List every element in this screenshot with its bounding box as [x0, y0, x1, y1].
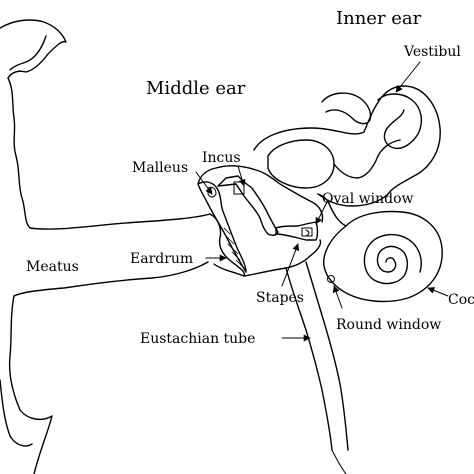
malleus-head [207, 186, 217, 198]
label-inner-ear: Inner ear [336, 8, 422, 29]
eustachian-tube-lower [305, 261, 349, 451]
vestibule-lower-join [317, 193, 347, 227]
eardrum-shape [209, 213, 246, 277]
eustachian-tube-hint [331, 449, 347, 474]
cochlea-arrow [427, 287, 449, 297]
semicircular-canal-outer [253, 85, 441, 207]
label-stapes: Stapes [256, 290, 304, 306]
label-eustachian-tube: Eustachian tube [140, 331, 255, 347]
label-oval-window: Oval window [322, 191, 414, 207]
eustachian-tube-upper [285, 267, 333, 451]
label-malleus: Malleus [132, 160, 188, 176]
stapes-footplate [301, 227, 313, 237]
pinna-inner-curl [9, 35, 47, 71]
malleus-bone [197, 181, 247, 273]
oval-window-arrow [315, 199, 329, 225]
ear-canal-lower-wall [13, 261, 209, 297]
label-middle-ear: Middle ear [146, 78, 246, 99]
semicircular-canal-inner-loop-1 [267, 139, 335, 189]
semicircular-canal-loop-3 [377, 93, 423, 150]
ear-canal-upper-wall [7, 77, 211, 230]
cochlea-outline [323, 210, 443, 303]
label-eardrum: Eardrum [130, 251, 193, 267]
middle-ear-cavity-wall [197, 165, 324, 223]
incus-bone [217, 175, 279, 237]
label-cochlea: Coc [448, 292, 474, 308]
cochlea-spiral [363, 233, 422, 285]
label-incus: Incus [202, 150, 241, 166]
semicircular-canal-inner-loop-2 [321, 92, 372, 125]
earlobe-outline [0, 379, 33, 447]
incus-arrow [237, 165, 246, 187]
leader-arrows [195, 61, 449, 342]
vestibule-arrow [395, 61, 421, 93]
middle-ear-floor [243, 239, 322, 277]
lower-ear-outline [8, 295, 53, 474]
round-window-arrow [332, 285, 343, 309]
round-window-circle [327, 275, 335, 283]
stapes-bone [275, 221, 319, 241]
pinna-top-outline [0, 19, 67, 79]
label-vestibule: Vestibul [403, 44, 461, 60]
stapes-arrow [281, 243, 300, 287]
label-round-window: Round window [336, 317, 441, 333]
vestibule-body [333, 139, 401, 179]
malleus-arrow [195, 171, 213, 195]
label-meatus: Meatus [26, 259, 79, 275]
